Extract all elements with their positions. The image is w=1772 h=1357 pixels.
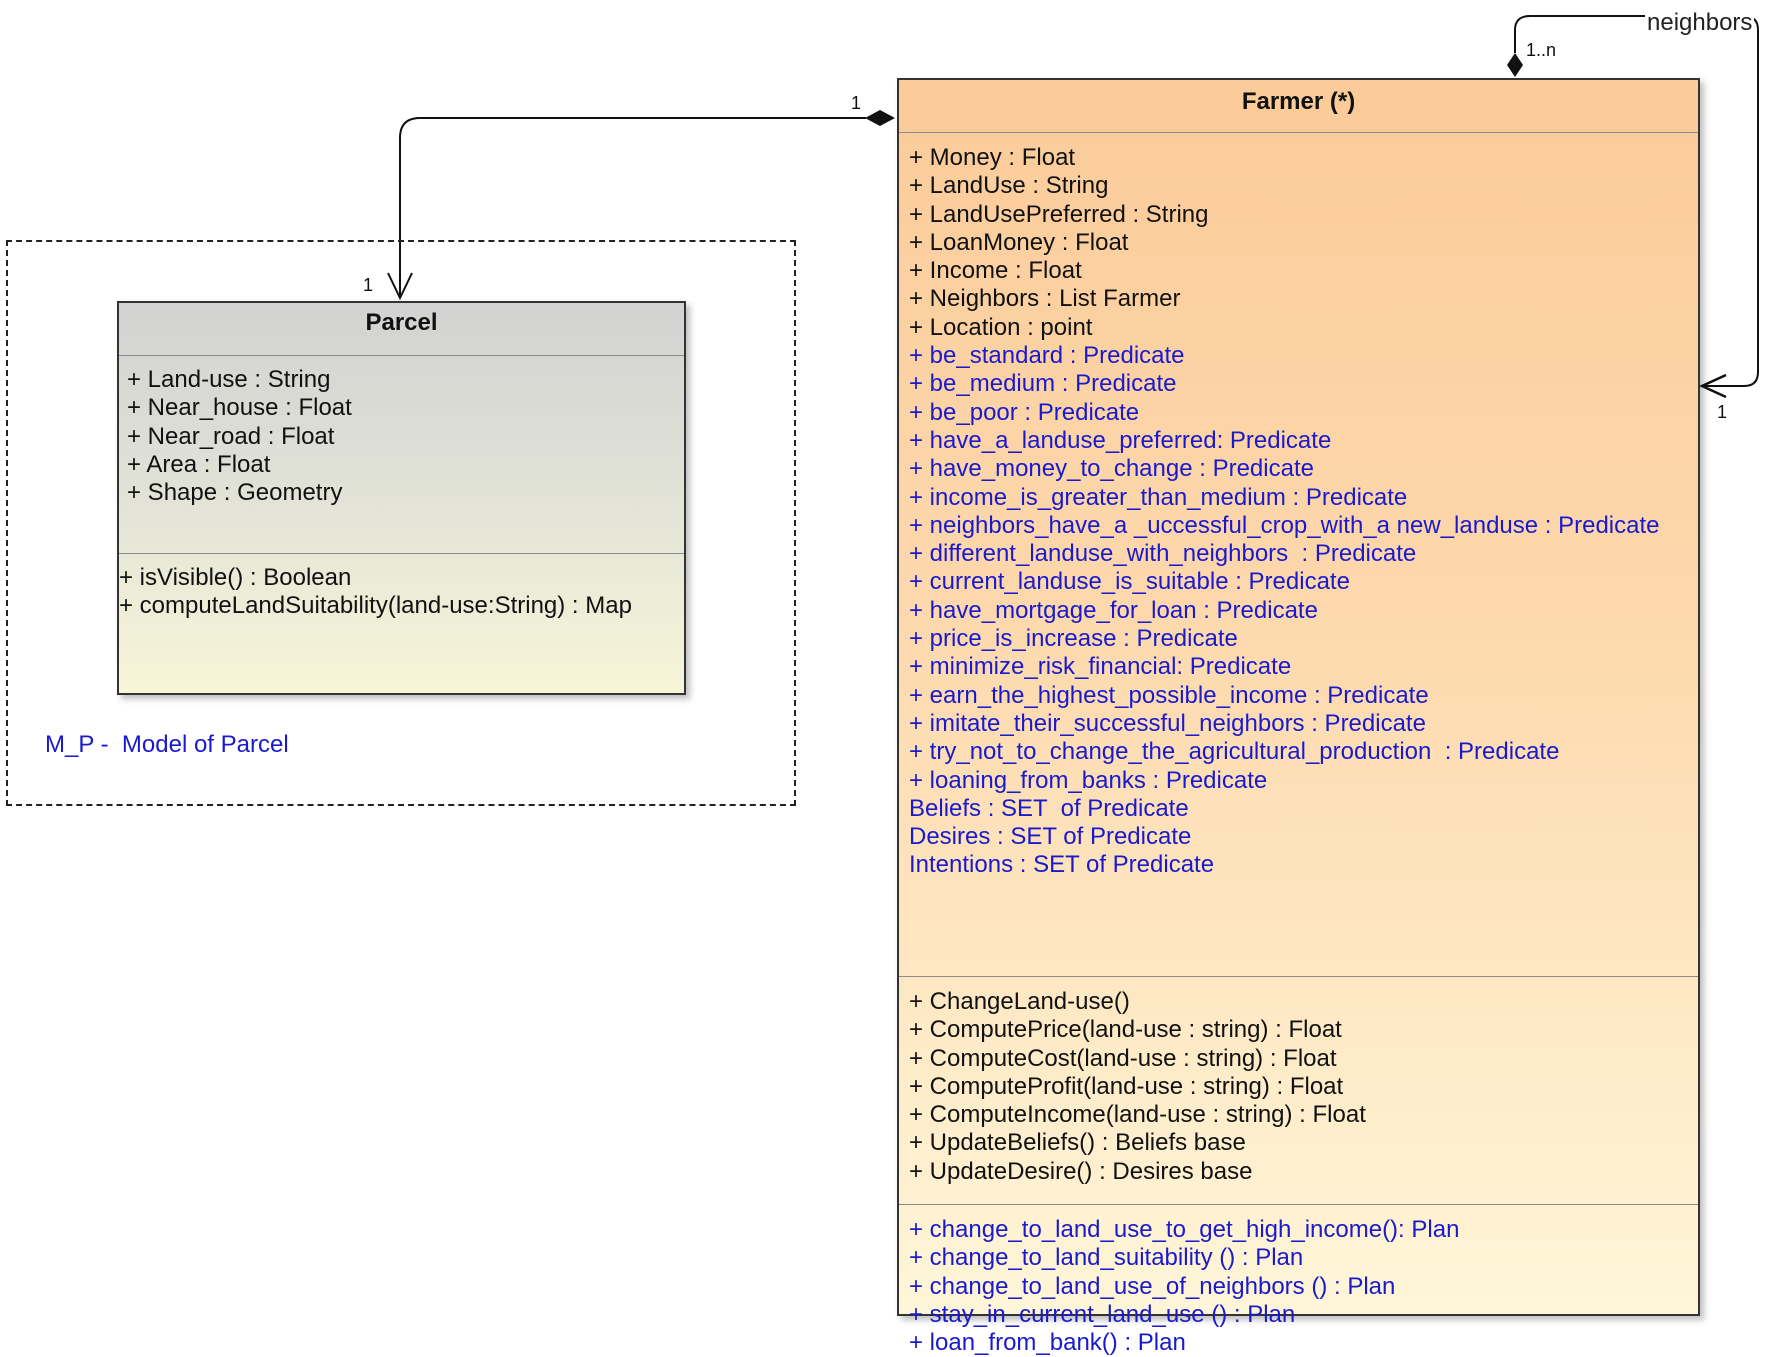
farmer-parcel-source-multiplicity: 1 xyxy=(851,93,862,113)
farmer-predicate-attribute: + current_landuse_is_suitable : Predicat… xyxy=(909,568,1350,596)
farmer-plan: + loan_from_bank() : Plan xyxy=(909,1329,1186,1357)
farmer-predicate-attribute: + be_poor : Predicate xyxy=(909,398,1140,426)
farmer-predicate-attribute: + minimize_risk_financial: Predicate xyxy=(909,653,1292,681)
farmer-predicate-attribute: + be_medium : Predicate xyxy=(909,370,1177,398)
farmer-predicate-attribute: + imitate_their_successful_neighbors : P… xyxy=(909,709,1426,737)
parcel-operations: + isVisible() : Boolean + computeLandSui… xyxy=(119,553,684,693)
neighbors-association-label: neighbors xyxy=(1645,9,1755,37)
farmer-predicate-attribute: Desires : SET of Predicate xyxy=(909,823,1192,851)
farmer-predicate-attribute: Beliefs : SET of Predicate xyxy=(909,794,1189,822)
farmer-plans: + change_to_land_use_to_get_high_income(… xyxy=(899,1204,1698,1356)
farmer-predicate-attribute: + price_is_increase : Predicate xyxy=(909,625,1238,653)
farmer-predicate-attribute: + earn_the_highest_possible_income : Pre… xyxy=(909,681,1429,709)
farmer-operation: + ChangeLand-use() xyxy=(909,988,1130,1015)
farmer-attributes: + Money : Float+ LandUse : String+ LandU… xyxy=(899,132,1698,976)
farmer-open-arrowhead xyxy=(1698,373,1727,399)
farmer-attribute: + Income : Float xyxy=(909,257,1082,285)
parcel-operation: + isVisible() : Boolean xyxy=(119,564,352,591)
parcel-attributes: + Land-use : String + Near_house : Float… xyxy=(119,355,684,553)
farmer-attribute: + LandUse : String xyxy=(909,172,1109,200)
farmer-parcel-target-multiplicity: 1 xyxy=(363,275,374,295)
parcel-attribute: + Near_road : Float xyxy=(127,422,335,450)
farmer-predicate-attribute: + income_is_greater_than_medium : Predic… xyxy=(909,483,1408,511)
farmer-predicate-attribute: + be_standard : Predicate xyxy=(909,342,1185,370)
farmer-predicate-attribute: + have_mortgage_for_loan : Predicate xyxy=(909,596,1318,624)
neighbors-composition-diamond xyxy=(1507,53,1523,77)
farmer-class-title: Farmer (*) xyxy=(1241,88,1356,115)
farmer-operation: + ComputeCost(land-use : string) : Float xyxy=(909,1044,1337,1072)
farmer-predicate-attribute: + try_not_to_change_the_agricultural_pro… xyxy=(909,738,1560,766)
neighbors-association-line xyxy=(1514,15,1759,387)
package-label: M_P - Model of Parcel xyxy=(45,731,289,758)
parcel-attribute: + Shape : Geometry xyxy=(127,479,343,507)
parcel-attribute: + Near_house : Float xyxy=(127,394,352,422)
farmer-operation: + ComputeProfit(land-use : string) : Flo… xyxy=(909,1072,1344,1100)
farmer-attribute: + Money : Float xyxy=(909,144,1076,171)
farmer-attribute: + LandUsePreferred : String xyxy=(909,200,1209,228)
farmer-predicate-attribute: Intentions : SET of Predicate xyxy=(909,851,1215,879)
farmer-predicate-attribute: + loaning_from_banks : Predicate xyxy=(909,766,1268,794)
farmer-parcel-association-line xyxy=(399,117,866,297)
farmer-attribute: + Location : point xyxy=(909,313,1093,341)
neighbors-source-multiplicity: 1..n xyxy=(1526,40,1557,60)
parcel-attribute: + Area : Float xyxy=(127,450,271,478)
farmer-parcel-composition-diamond xyxy=(865,110,895,126)
farmer-plan: + change_to_land_use_of_neighbors () : P… xyxy=(909,1272,1396,1300)
farmer-operation: + ComputeIncome(land-use : string) : Flo… xyxy=(909,1101,1366,1129)
parcel-operation: + computeLandSuitability(land-use:String… xyxy=(119,592,632,620)
farmer-plan: + change_to_land_use_to_get_high_income(… xyxy=(909,1216,1460,1243)
association-connectors xyxy=(387,15,1759,399)
parcel-model-package xyxy=(6,240,796,806)
parcel-class[interactable]: Parcel + Land-use : String + Near_house … xyxy=(117,301,686,695)
farmer-class[interactable]: Farmer (*) + Money : Float+ LandUse : St… xyxy=(897,78,1700,1356)
farmer-operation: + UpdateDesire() : Desires base xyxy=(909,1157,1253,1185)
farmer-predicate-attribute: + have_money_to_change : Predicate xyxy=(909,455,1314,483)
farmer-operation: + ComputePrice(land-use : string) : Floa… xyxy=(909,1016,1342,1044)
parcel-attribute: + Land-use : String xyxy=(127,366,331,393)
farmer-predicate-attribute: + different_landuse_with_neighbors : Pre… xyxy=(909,540,1417,568)
parcel-open-arrowhead xyxy=(387,272,413,301)
farmer-attribute: + LoanMoney : Float xyxy=(909,228,1129,256)
parcel-class-title: Parcel xyxy=(365,309,438,336)
farmer-operations: + ChangeLand-use() + ComputePrice(land-u… xyxy=(899,976,1698,1204)
farmer-predicate-attribute: + neighbors_have_a _uccessful_crop_with_… xyxy=(909,511,1660,539)
farmer-attribute: + Neighbors : List Farmer xyxy=(909,285,1181,313)
farmer-predicate-attribute: + have_a_landuse_preferred: Predicate xyxy=(909,426,1332,454)
farmer-plan: + stay_in_current_land_use () : Plan xyxy=(909,1300,1296,1328)
farmer-operation: + UpdateBeliefs() : Beliefs base xyxy=(909,1129,1246,1157)
neighbors-target-multiplicity: 1 xyxy=(1717,402,1728,422)
farmer-plan: + change_to_land_suitability () : Plan xyxy=(909,1244,1304,1272)
